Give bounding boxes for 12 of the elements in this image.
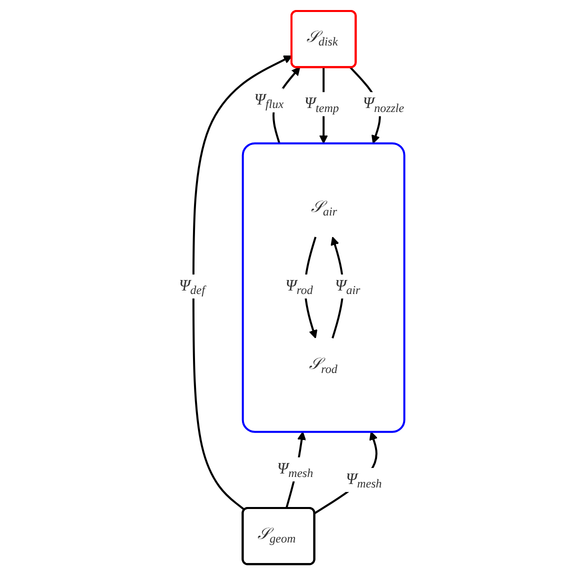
edge-label: Ψ$_{nozzle}$	[362, 96, 404, 116]
edge-label: Ψ$_{mesh}$	[346, 471, 382, 491]
edge-label: Ψ$_{flux}$	[254, 92, 284, 112]
edge-label: Ψ$_{def}$	[178, 278, 205, 298]
edge-label: Ψ$_{temp}$	[304, 96, 339, 116]
edge-label: Ψ$_{rod}$	[285, 278, 313, 298]
cluster	[242, 142, 406, 434]
node-text: 𝒮$_{air}$	[310, 199, 337, 219]
node-text: 𝒮$_{rod}$	[308, 356, 338, 376]
edge-label: Ψ$_{air}$	[334, 278, 360, 298]
arrow	[192, 56, 292, 512]
edge-label: Ψ$_{mesh}$	[276, 460, 313, 480]
